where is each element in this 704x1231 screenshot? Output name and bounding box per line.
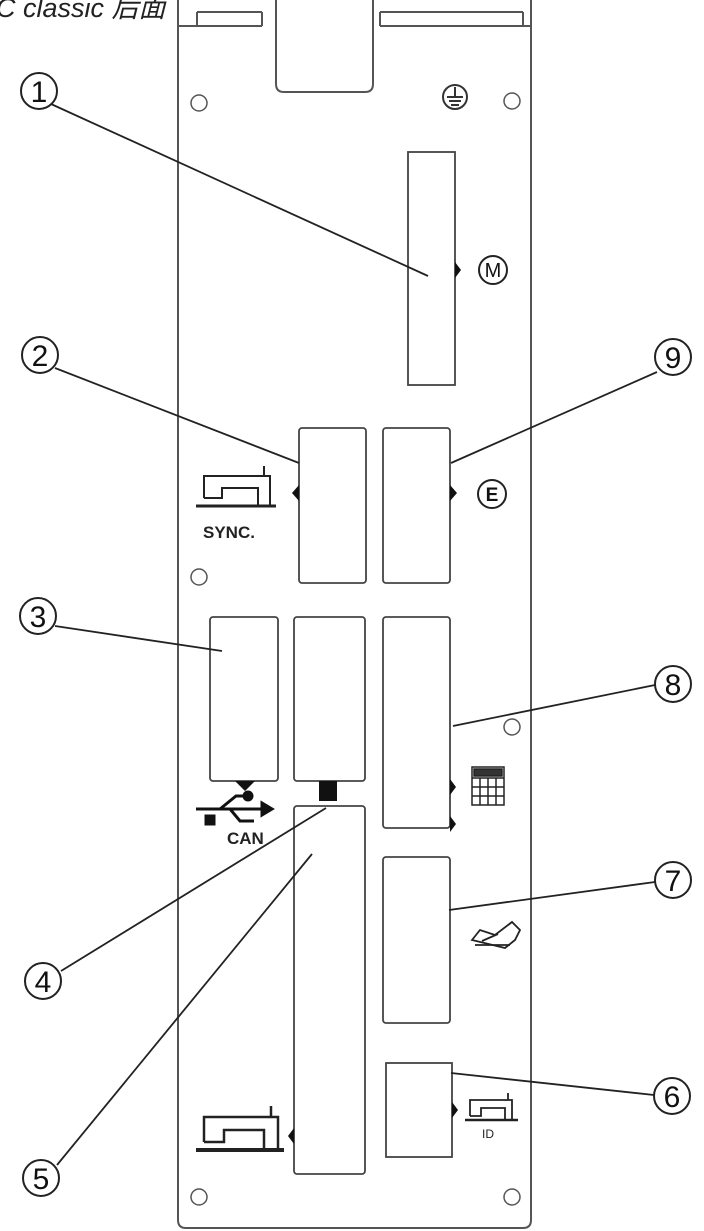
motor-marker-label: M xyxy=(485,260,502,282)
svg-text:4: 4 xyxy=(35,966,52,999)
callout-8: 8 xyxy=(654,665,692,703)
control-panel-port xyxy=(382,616,451,829)
id-port xyxy=(385,1062,453,1158)
port-indicator xyxy=(235,781,255,791)
leader-line xyxy=(54,625,223,652)
port-indicator xyxy=(450,816,456,832)
svg-text:7: 7 xyxy=(665,865,682,898)
sync-port xyxy=(298,427,367,584)
can-indicator xyxy=(319,781,337,801)
e-marker-label: E xyxy=(486,485,499,506)
callout-4: 4 xyxy=(24,962,62,1000)
leader-line xyxy=(50,103,429,277)
mounting-hole xyxy=(190,1188,208,1206)
connector-ports xyxy=(209,151,456,1175)
sewing-machine-icon xyxy=(465,1093,518,1122)
motor-port xyxy=(407,151,456,386)
back-plate xyxy=(177,0,532,1229)
svg-text:8: 8 xyxy=(665,669,682,702)
port-indicator xyxy=(455,262,461,278)
id-label: ID xyxy=(482,1127,494,1141)
sewing-machine-icon xyxy=(196,1106,284,1152)
usb-port xyxy=(209,616,279,782)
usb-icon xyxy=(196,790,275,826)
callouts: 1 2 3 4 5 6 7 8 xyxy=(19,72,692,1197)
sewing-machine-icon xyxy=(196,466,276,508)
callout-2: 2 xyxy=(21,336,59,374)
e-port xyxy=(382,427,451,584)
can-label: CAN xyxy=(227,829,264,848)
leader-line xyxy=(450,371,658,464)
svg-text:2: 2 xyxy=(32,340,49,373)
callout-1: 1 xyxy=(20,72,58,110)
port-indicator xyxy=(450,779,456,795)
ground-symbol-icon xyxy=(442,84,468,110)
callout-5: 5 xyxy=(22,1159,60,1197)
svg-text:6: 6 xyxy=(664,1081,681,1114)
leader-line xyxy=(56,853,313,1166)
foot-pedal-icon xyxy=(470,920,522,949)
port-indicators xyxy=(235,262,461,1144)
machine-port xyxy=(293,805,366,1175)
leader-line xyxy=(60,807,327,972)
svg-text:9: 9 xyxy=(665,342,682,375)
mounting-holes xyxy=(190,92,521,1206)
diagram-title: C classic 后面 xyxy=(0,0,166,23)
leader-line xyxy=(54,367,300,464)
mounting-hole xyxy=(503,718,521,736)
svg-text:3: 3 xyxy=(30,601,47,634)
leader-line xyxy=(450,1072,655,1096)
mounting-hole xyxy=(190,568,208,586)
control-panel-icon xyxy=(471,766,505,806)
port-indicator xyxy=(452,1102,458,1118)
leader-line xyxy=(452,684,656,727)
port-indicator xyxy=(450,485,457,501)
port-indicator xyxy=(292,485,299,501)
svg-text:1: 1 xyxy=(31,76,48,109)
mounting-hole xyxy=(503,92,521,110)
mounting-hole xyxy=(503,1188,521,1206)
motor-marker: M xyxy=(478,255,508,285)
mounting-hole xyxy=(190,94,208,112)
callout-7: 7 xyxy=(654,861,692,899)
callout-9: 9 xyxy=(654,338,692,376)
leader-line xyxy=(448,881,656,911)
port-indicator xyxy=(288,1128,294,1144)
leader-lines xyxy=(50,103,658,1166)
svg-text:5: 5 xyxy=(33,1163,50,1196)
pedal-port xyxy=(382,856,451,1024)
e-marker: E xyxy=(477,479,507,509)
can-port xyxy=(293,616,366,782)
callout-6: 6 xyxy=(653,1077,691,1115)
callout-3: 3 xyxy=(19,597,57,635)
sync-label: SYNC. xyxy=(203,523,255,542)
